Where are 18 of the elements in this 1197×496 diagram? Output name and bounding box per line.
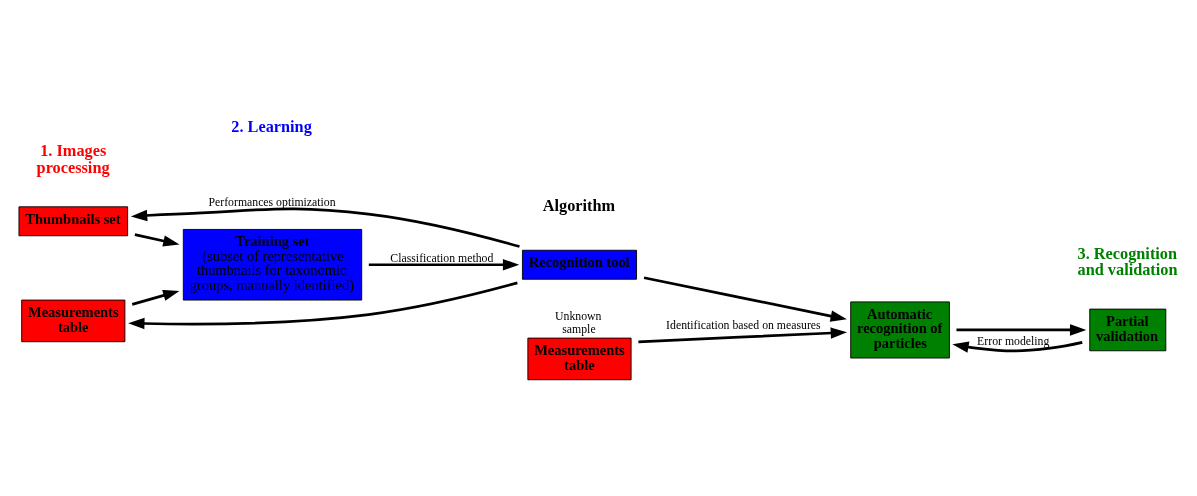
arrow [956, 324, 1087, 336]
label: 1. Images processing [36, 141, 110, 177]
edge-label: Performances optimization [208, 196, 336, 210]
edge-label: Identification based on measures [666, 319, 821, 333]
arrow [128, 281, 518, 330]
arrow [131, 289, 180, 306]
arrow [130, 207, 520, 248]
label: Algorithm [542, 195, 616, 215]
arrow [638, 327, 848, 344]
node-label: Unknown sample [555, 310, 602, 337]
label: 3. Recognition and validation [1077, 243, 1178, 280]
edge-label: Classification method [390, 251, 494, 265]
arrow [952, 341, 1083, 353]
arrow [643, 276, 847, 322]
label: 2. Learning [231, 117, 312, 136]
arrow [368, 259, 520, 271]
arrow [134, 233, 180, 247]
edge-label: Error modeling [977, 334, 1050, 348]
